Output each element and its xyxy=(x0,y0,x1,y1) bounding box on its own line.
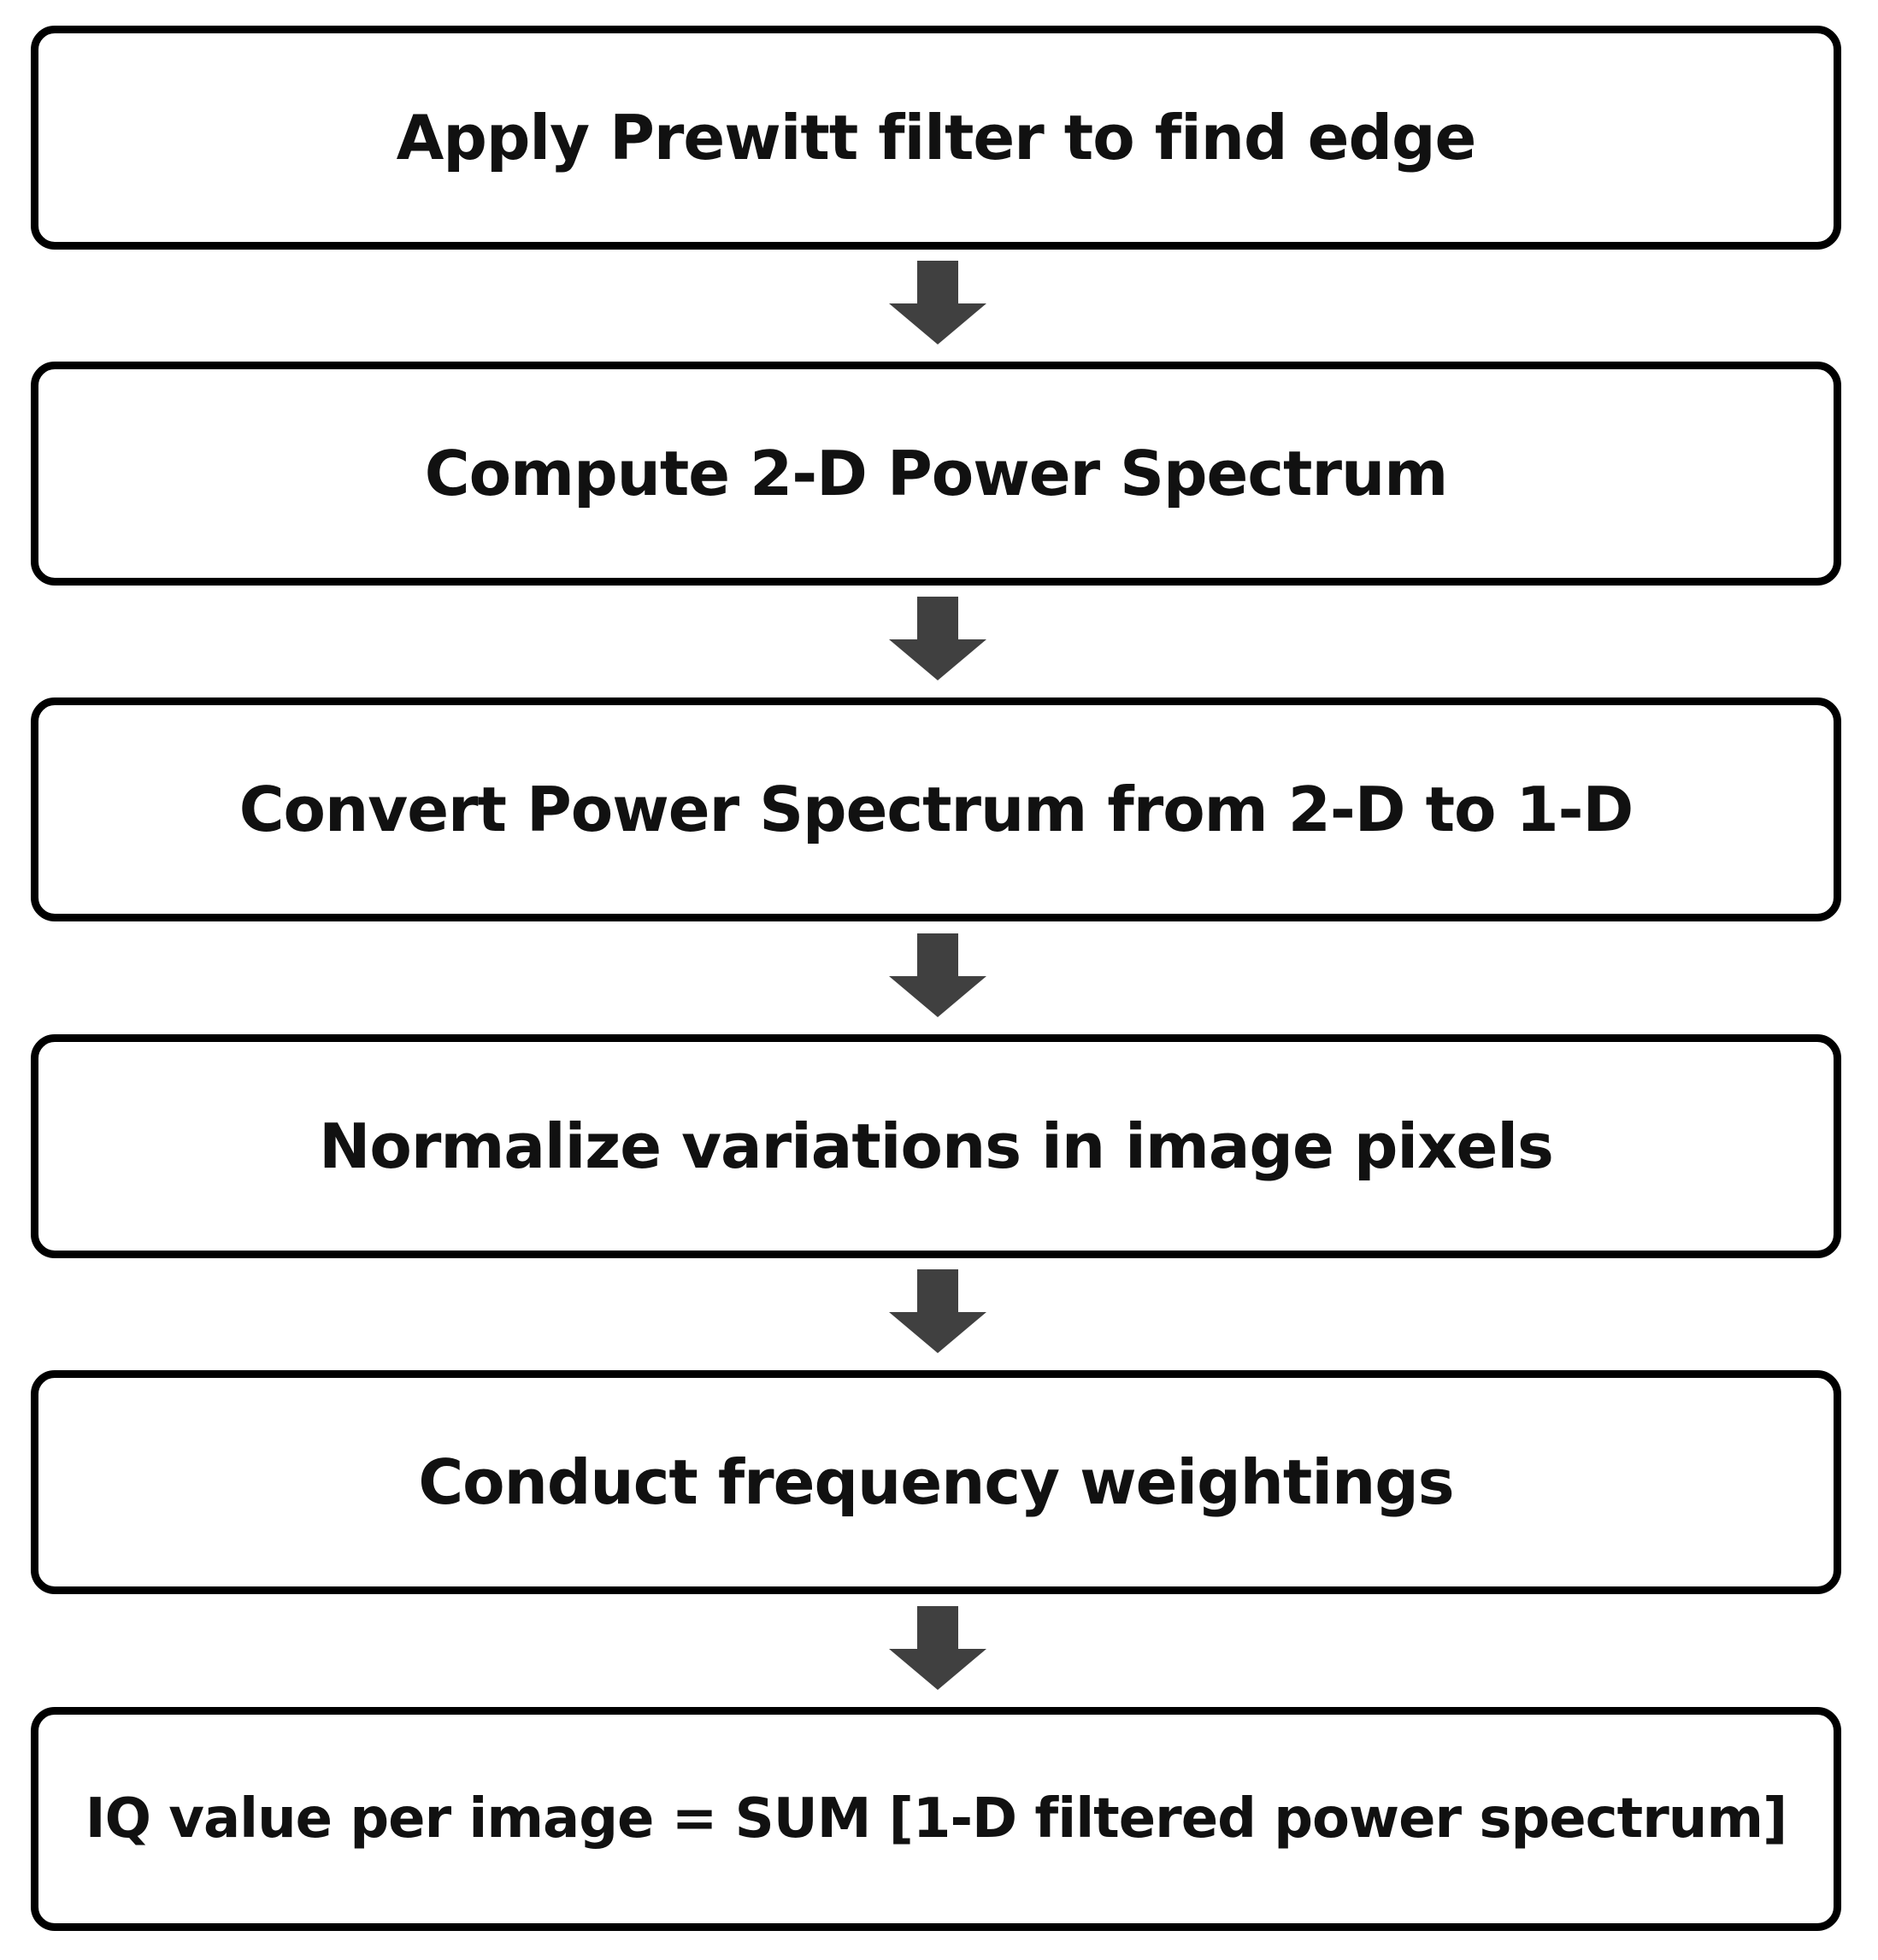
down-arrow-icon xyxy=(889,933,986,1017)
step-label: Normalize variations in image pixels xyxy=(319,1110,1554,1182)
step-label: Compute 2-D Power Spectrum xyxy=(424,438,1449,509)
step-box-apply-prewitt-filter: Apply Prewitt filter to find edge xyxy=(31,26,1841,250)
step-box-convert-power-spectrum: Convert Power Spectrum from 2-D to 1-D xyxy=(31,697,1841,921)
down-arrow-icon xyxy=(889,597,986,680)
step-box-normalize-variations: Normalize variations in image pixels xyxy=(31,1034,1841,1258)
step-label: Conduct frequency weightings xyxy=(418,1446,1454,1518)
down-arrow-icon xyxy=(889,1606,986,1690)
down-arrow-icon xyxy=(889,261,986,344)
step-box-iq-value: IQ value per image = SUM [1-D filtered p… xyxy=(31,1707,1841,1931)
down-arrow-icon xyxy=(889,1269,986,1353)
step-label: Apply Prewitt filter to find edge xyxy=(396,102,1477,174)
step-box-frequency-weightings: Conduct frequency weightings xyxy=(31,1370,1841,1594)
step-box-compute-power-spectrum: Compute 2-D Power Spectrum xyxy=(31,362,1841,586)
step-label: Convert Power Spectrum from 2-D to 1-D xyxy=(238,774,1634,845)
step-label: IQ value per image = SUM [1-D filtered p… xyxy=(85,1787,1787,1851)
